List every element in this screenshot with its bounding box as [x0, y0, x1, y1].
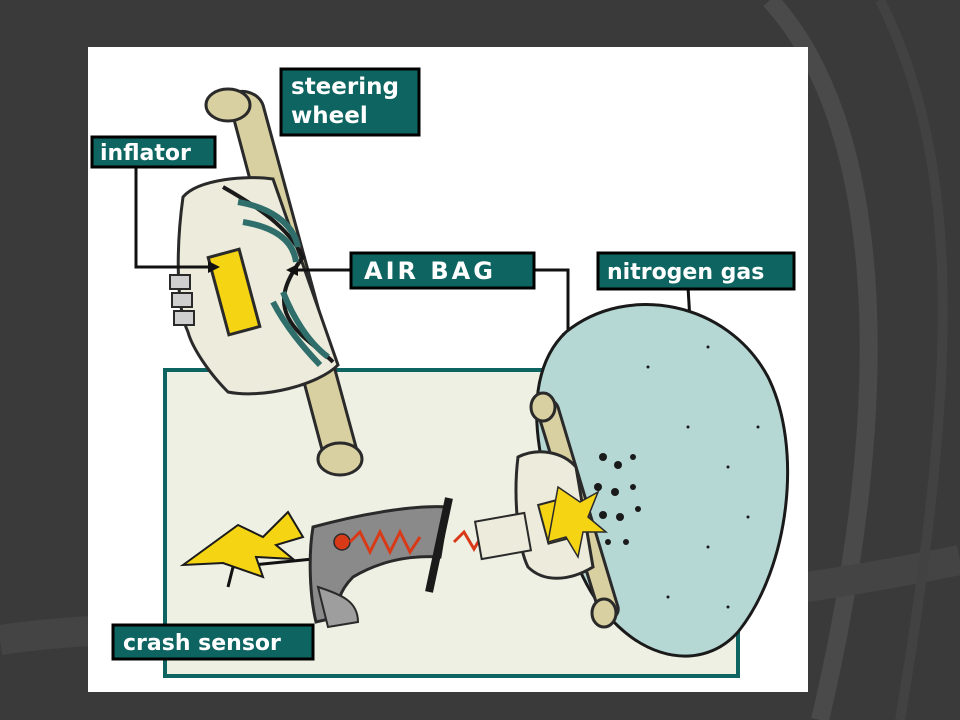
- airbag-diagram: steering wheel inflator AIR BAG nitrogen…: [90, 67, 796, 678]
- impact-flash-icon: [179, 510, 305, 579]
- label-air-bag-text: AIR BAG: [364, 257, 496, 285]
- label-inflator-text: inflator: [100, 141, 191, 166]
- label-steering-wheel-line1: steering: [291, 74, 399, 100]
- label-steering-wheel: steering wheel: [279, 67, 421, 137]
- label-inflator: inflator: [90, 135, 217, 169]
- label-nitrogen-gas: nitrogen gas: [596, 251, 796, 291]
- label-steering-wheel-line2: wheel: [291, 103, 368, 129]
- lower-steering-wheel: [514, 391, 620, 629]
- inflator-housing: [169, 176, 340, 396]
- crash-sensor: [308, 497, 533, 629]
- label-crash-sensor: crash sensor: [111, 623, 315, 661]
- label-crash-sensor-text: crash sensor: [123, 631, 281, 656]
- diagram-panel: steering wheel inflator AIR BAG nitrogen…: [88, 47, 808, 692]
- label-air-bag: AIR BAG: [349, 251, 536, 290]
- label-nitrogen-gas-text: nitrogen gas: [607, 260, 764, 285]
